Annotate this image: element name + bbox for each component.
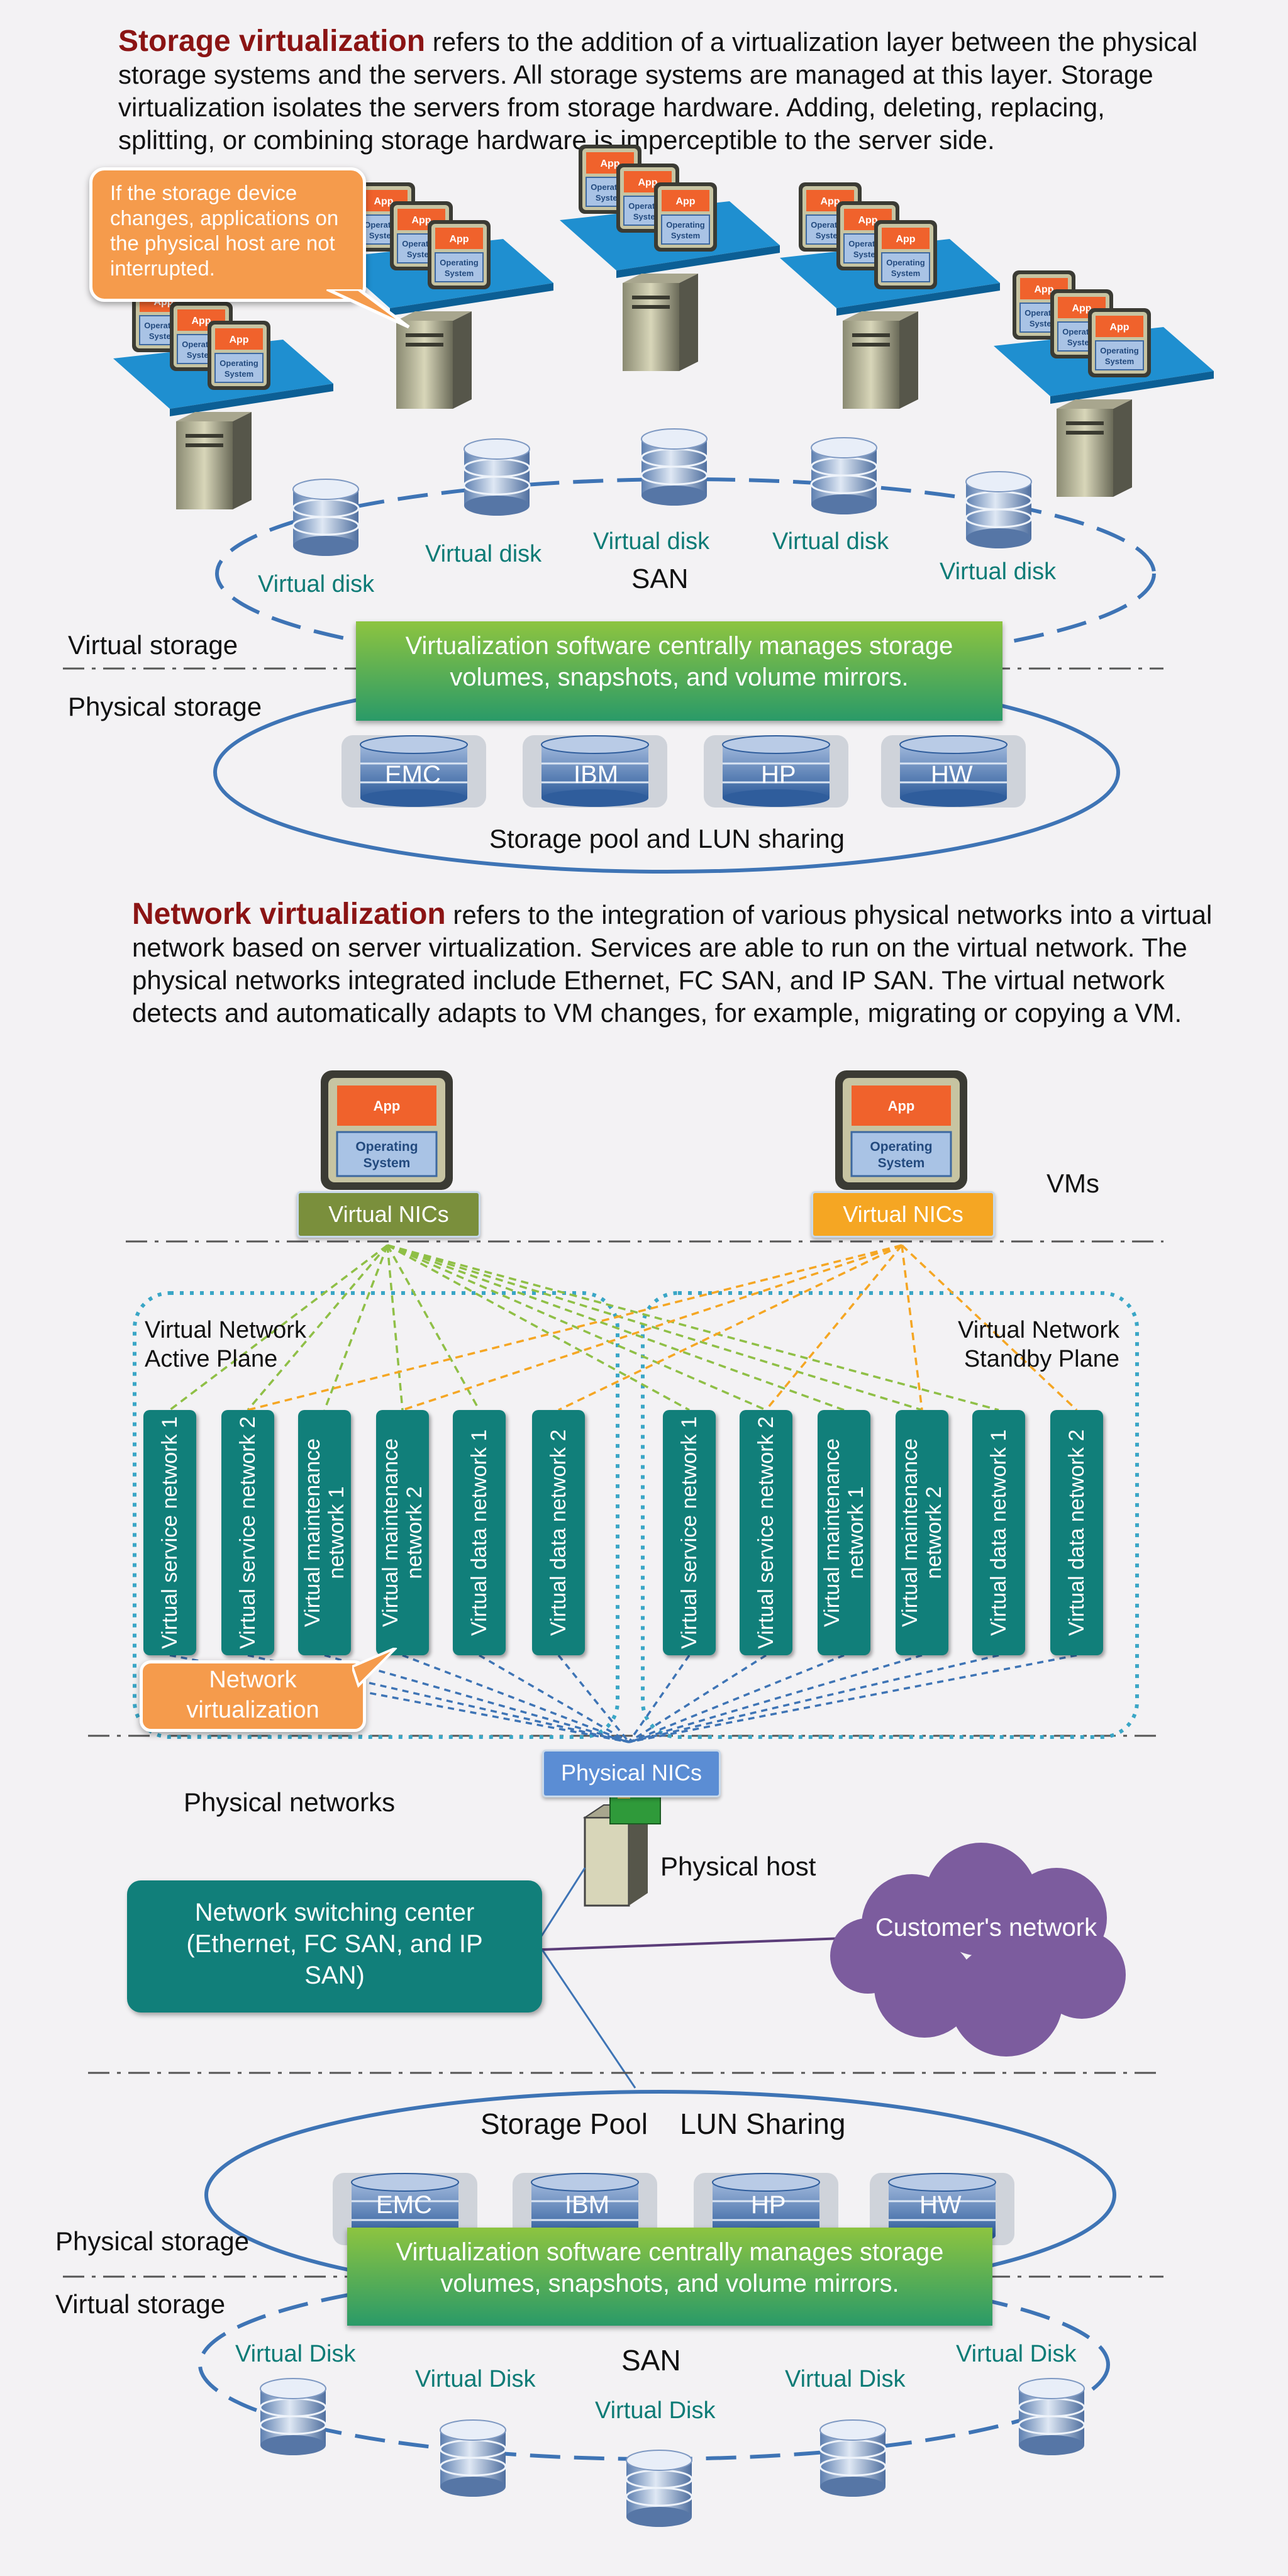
storage-intro: Storage virtualization refers to the add… (118, 25, 1200, 157)
virtual-storage-label: Virtual storage (68, 630, 238, 660)
bottom-virtual-disk-label-4: Virtual Disk (785, 2366, 906, 2392)
vendor-label-hw: HW (931, 761, 973, 789)
physical-server-3 (560, 145, 780, 371)
vms-label: VMs (1046, 1169, 1099, 1198)
virtual-disk-bottom-4 (819, 2419, 887, 2498)
virtual-disk-label-1: Virtual disk (258, 571, 375, 597)
physical-nics: Physical NICs (542, 1750, 721, 1797)
bottom-virtual-disk-label-1: Virtual Disk (235, 2341, 356, 2367)
vendor-label-ibm: IBM (574, 761, 619, 789)
storage-pool-label: Storage pool and LUN sharing (489, 824, 845, 853)
physical-server-1 (113, 283, 333, 509)
bottom-pool-title: Storage Pool LUN Sharing (480, 2107, 846, 2140)
active-virtual-maintenance-network-1: Virtual maintenance network 1 (298, 1410, 351, 1655)
vm-1 (319, 1069, 454, 1191)
virtual-disk-label-3: Virtual disk (593, 528, 710, 555)
bottom-virtual-disk-label-5: Virtual Disk (956, 2341, 1077, 2367)
virtual-disk-label-2: Virtual disk (425, 541, 542, 567)
virtual-disk-1 (292, 478, 360, 557)
virtual-nics-left: Virtual NICs (297, 1191, 480, 1238)
virtual-nics-right: Virtual NICs (811, 1191, 995, 1238)
bottom-virtual-storage-label: Virtual storage (55, 2289, 226, 2319)
standby-plane-label: Virtual Network Standby Plane (958, 1317, 1119, 1372)
virtual-disk-4 (810, 436, 878, 516)
standby-virtual-data-network-1: Virtual data network 1 (972, 1410, 1025, 1655)
network-text: refers to the integration of various phy… (132, 900, 1213, 1028)
bottom-san-label: SAN (621, 2344, 681, 2377)
virtual-disk-label-5: Virtual disk (940, 558, 1057, 585)
virtual-disk-label-4: Virtual disk (772, 528, 889, 555)
active-virtual-data-network-2: Virtual data network 2 (532, 1410, 585, 1655)
physical-server-5 (994, 270, 1214, 497)
active-virtual-service-network-2: Virtual service network 2 (221, 1410, 274, 1655)
network-virtualization-callout-text: Network virtualization (186, 1667, 319, 1723)
vendor-label-hp: HP (761, 761, 796, 789)
network-diagram: App Operating System (88, 1069, 1163, 2089)
active-virtual-service-network-1: Virtual service network 1 (143, 1410, 196, 1655)
bottom-virtual-disk-label-3: Virtual Disk (595, 2397, 716, 2424)
customer-network-cloud (830, 1843, 1126, 2057)
net-callout-pointer (352, 1648, 397, 1688)
storage-text: refers to the addition of a virtualizati… (118, 27, 1198, 155)
network-keyword: Network virtualization (132, 897, 446, 931)
physical-networks-label: Physical networks (184, 1787, 396, 1817)
virtual-disk-bottom-1 (259, 2377, 327, 2457)
virtual-disk-bottom-3 (625, 2449, 693, 2528)
active-virtual-maintenance-network-2: Virtual maintenance network 2 (376, 1410, 429, 1655)
bottom-vendor-emc: EMC (376, 2191, 432, 2219)
standby-virtual-maintenance-network-2: Virtual maintenance network 2 (896, 1410, 948, 1655)
storage-callout: If the storage device changes, applicati… (89, 167, 366, 302)
bottom-vendor-hw: HW (919, 2191, 962, 2219)
storage-keyword: Storage virtualization (118, 25, 426, 58)
virtual-disk-2 (463, 438, 531, 517)
standby-virtual-data-network-2: Virtual data network 2 (1050, 1410, 1103, 1655)
active-virtual-data-network-1: Virtual data network 1 (453, 1410, 506, 1655)
standby-virtual-maintenance-network-1: Virtual maintenance network 1 (818, 1410, 870, 1655)
physical-server-4 (780, 182, 1000, 409)
network-virtualization-callout: Network virtualization (140, 1660, 366, 1732)
bottom-physical-storage-label: Physical storage (55, 2226, 250, 2256)
standby-virtual-service-network-2: Virtual service network 2 (740, 1410, 792, 1655)
bottom-virtual-disk-label-2: Virtual Disk (415, 2366, 536, 2392)
bottom-virtualization-software-box: Virtualization software centrally manage… (347, 2228, 992, 2326)
customer-network-label: Customer's network (875, 1914, 1097, 1941)
network-intro: Network virtualization refers to the int… (132, 898, 1214, 1030)
network-switching-center: Network switching center (Ethernet, FC S… (127, 1880, 542, 2012)
callout-pointer (326, 289, 410, 329)
standby-virtual-service-network-1: Virtual service network 1 (663, 1410, 716, 1655)
vendor-label-emc: EMC (385, 761, 441, 789)
storage-callout-text: If the storage device changes, applicati… (110, 181, 339, 280)
physical-host (582, 1779, 661, 1907)
virtualization-software-box: Virtualization software centrally manage… (356, 621, 1002, 721)
bottom-vendor-hp: HP (751, 2191, 786, 2219)
physical-storage-label: Physical storage (68, 692, 262, 721)
virtual-disk-3 (640, 428, 708, 507)
switching-center-text: Network switching center (Ethernet, FC S… (186, 1899, 483, 1989)
storage-top-diagram: App Operating System (63, 0, 1288, 874)
vm-2 (834, 1069, 969, 1191)
virtual-disk-bottom-2 (439, 2419, 507, 2498)
virtual-disk-bottom-5 (1018, 2377, 1085, 2457)
active-plane-label: Virtual Network Active Plane (145, 1317, 306, 1372)
bottom-vendor-ibm: IBM (565, 2191, 610, 2219)
san-label: SAN (631, 564, 689, 594)
physical-host-label: Physical host (660, 1852, 816, 1881)
virtual-disk-5 (965, 470, 1033, 550)
